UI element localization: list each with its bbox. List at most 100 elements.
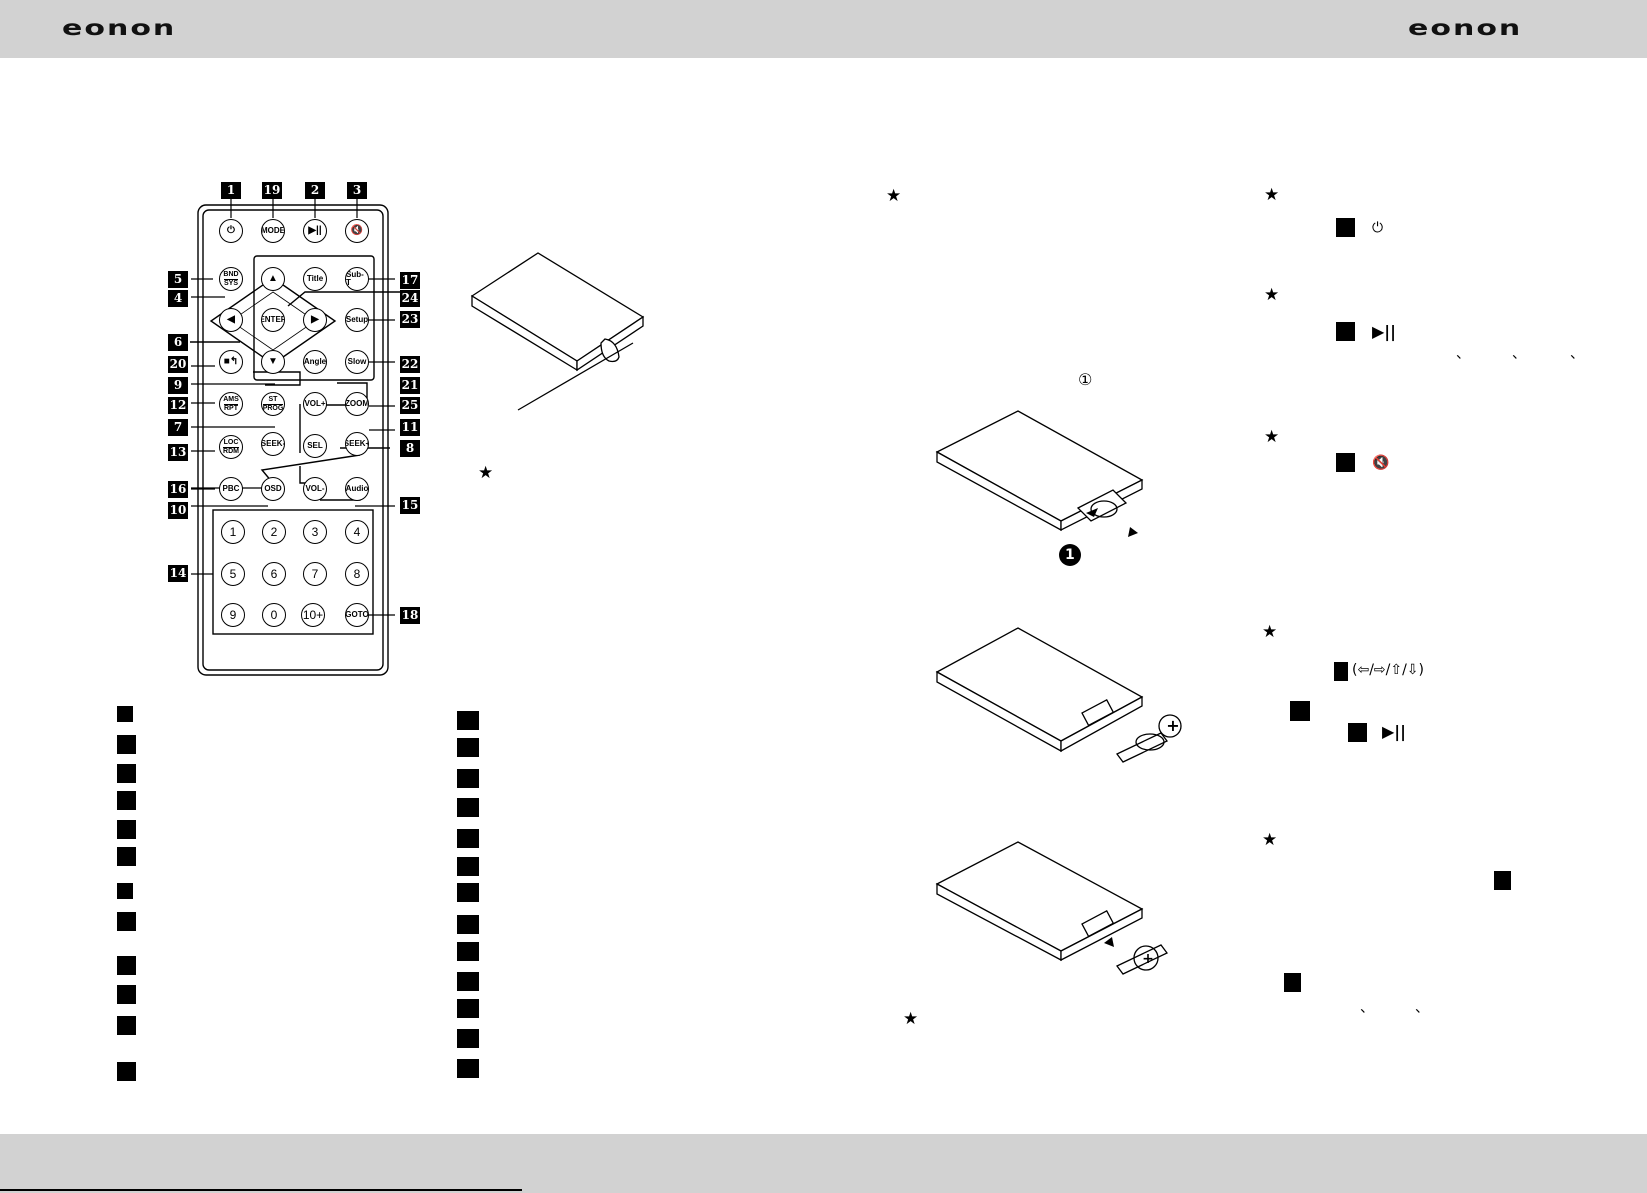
setup-button[interactable]: Setup: [345, 308, 369, 332]
number-button[interactable]: 4: [345, 520, 369, 544]
title-button[interactable]: Title: [303, 267, 327, 291]
power-button[interactable]: ⏻: [219, 219, 243, 243]
left-button[interactable]: ◀: [219, 308, 243, 332]
sel-button[interactable]: SEL: [303, 434, 327, 458]
number-button[interactable]: 10+: [301, 603, 325, 627]
list-marker: [117, 735, 136, 754]
key-marker: [1336, 322, 1355, 341]
callout-number: 3: [347, 182, 367, 199]
separator-tick: 、: [1570, 346, 1584, 362]
svg-text:+: +: [1166, 716, 1179, 735]
down-button[interactable]: ▼: [261, 350, 285, 374]
list-marker: [457, 829, 479, 848]
button-label: RDM: [223, 446, 239, 455]
slow-button[interactable]: Slow: [345, 350, 369, 374]
button-label: SYS: [223, 278, 238, 287]
number-button[interactable]: 1: [221, 520, 245, 544]
list-marker: [117, 883, 133, 899]
list-marker: [117, 791, 136, 810]
pbc-button[interactable]: PBC: [219, 477, 243, 501]
key-marker: [1336, 453, 1355, 472]
vol-minus-button[interactable]: VOL-: [303, 477, 327, 501]
number-button[interactable]: 6: [262, 562, 286, 586]
mute-icon: 🔇: [1372, 455, 1390, 471]
callout-number: 12: [168, 397, 188, 414]
power-icon: ⏻: [1372, 220, 1384, 236]
list-marker: [457, 972, 479, 991]
osd-button[interactable]: OSD: [261, 477, 285, 501]
footer-rule: [0, 1189, 522, 1191]
audio-button[interactable]: Audio: [345, 477, 369, 501]
callout-number: 13: [168, 444, 188, 461]
callout-number: 25: [400, 397, 420, 414]
callout-number: 9: [168, 377, 188, 394]
bottom-footer-band: [0, 1134, 1647, 1193]
svg-text:+: +: [1142, 951, 1154, 967]
star-icon: ★: [886, 186, 902, 206]
seek-minus-button[interactable]: SEEK-: [261, 432, 285, 456]
separator-tick: 、: [1456, 346, 1470, 362]
play-pause-button[interactable]: ▶||: [303, 219, 327, 243]
number-button[interactable]: 5: [221, 562, 245, 586]
eonon-logo-right: eonon: [1408, 15, 1523, 41]
star-icon: ★: [1264, 185, 1280, 205]
number-button[interactable]: 8: [345, 562, 369, 586]
button-label: BND: [223, 270, 239, 278]
list-marker: [457, 769, 479, 788]
star-icon: ★: [1262, 622, 1278, 642]
list-marker: [117, 1062, 136, 1081]
star-icon: ★: [1264, 285, 1280, 305]
number-button[interactable]: 3: [303, 520, 327, 544]
up-button[interactable]: ▲: [261, 267, 285, 291]
seek-plus-button[interactable]: SEEK+: [345, 432, 369, 456]
eonon-logo-left: eonon: [62, 15, 177, 41]
enter-button[interactable]: ENTER: [261, 308, 285, 332]
angle-button[interactable]: Angle: [303, 350, 327, 374]
vol-plus-button[interactable]: VOL+: [303, 392, 327, 416]
play-pause-icon: ▶||: [1372, 322, 1396, 341]
goto-button[interactable]: GOTO: [345, 603, 369, 627]
number-button[interactable]: 9: [221, 603, 245, 627]
list-marker: [117, 820, 136, 839]
number-button[interactable]: 0: [262, 603, 286, 627]
zoom-button[interactable]: ZOOM: [345, 392, 369, 416]
callout-number: 7: [168, 419, 188, 436]
callout-number: 8: [400, 440, 420, 457]
number-button[interactable]: 2: [262, 520, 286, 544]
button-label: RPT: [224, 403, 238, 412]
list-marker: [457, 1059, 479, 1078]
callout-number: 4: [168, 290, 188, 307]
callout-number: 5: [168, 271, 188, 288]
list-marker: [117, 985, 136, 1004]
mute-button[interactable]: 🔇: [345, 219, 369, 243]
key-marker: [1334, 662, 1348, 681]
mode-button[interactable]: MODE: [261, 219, 285, 243]
callout-number: 14: [168, 565, 188, 582]
list-marker: [457, 711, 479, 730]
button-label: AMS: [223, 395, 239, 403]
star-icon: ★: [903, 1009, 919, 1029]
separator-tick: 、: [1415, 1000, 1429, 1016]
callout-number: 16: [168, 481, 188, 498]
button-label: ST: [268, 395, 278, 403]
circled-one: ①: [1078, 370, 1093, 389]
callout-number: 15: [400, 497, 420, 514]
list-marker: [457, 883, 479, 902]
number-button[interactable]: 7: [303, 562, 327, 586]
right-button[interactable]: ▶: [303, 308, 327, 332]
key-marker: [1284, 973, 1301, 992]
list-marker: [457, 798, 479, 817]
callout-badge-1: 1: [1065, 547, 1075, 563]
key-marker: [1336, 218, 1355, 237]
callout-number: 11: [400, 419, 420, 436]
callout-number: 21: [400, 377, 420, 394]
stop-return-button[interactable]: ■↰: [219, 350, 243, 374]
top-header-band: [0, 0, 1647, 58]
subt-button[interactable]: Sub-T: [345, 267, 369, 291]
